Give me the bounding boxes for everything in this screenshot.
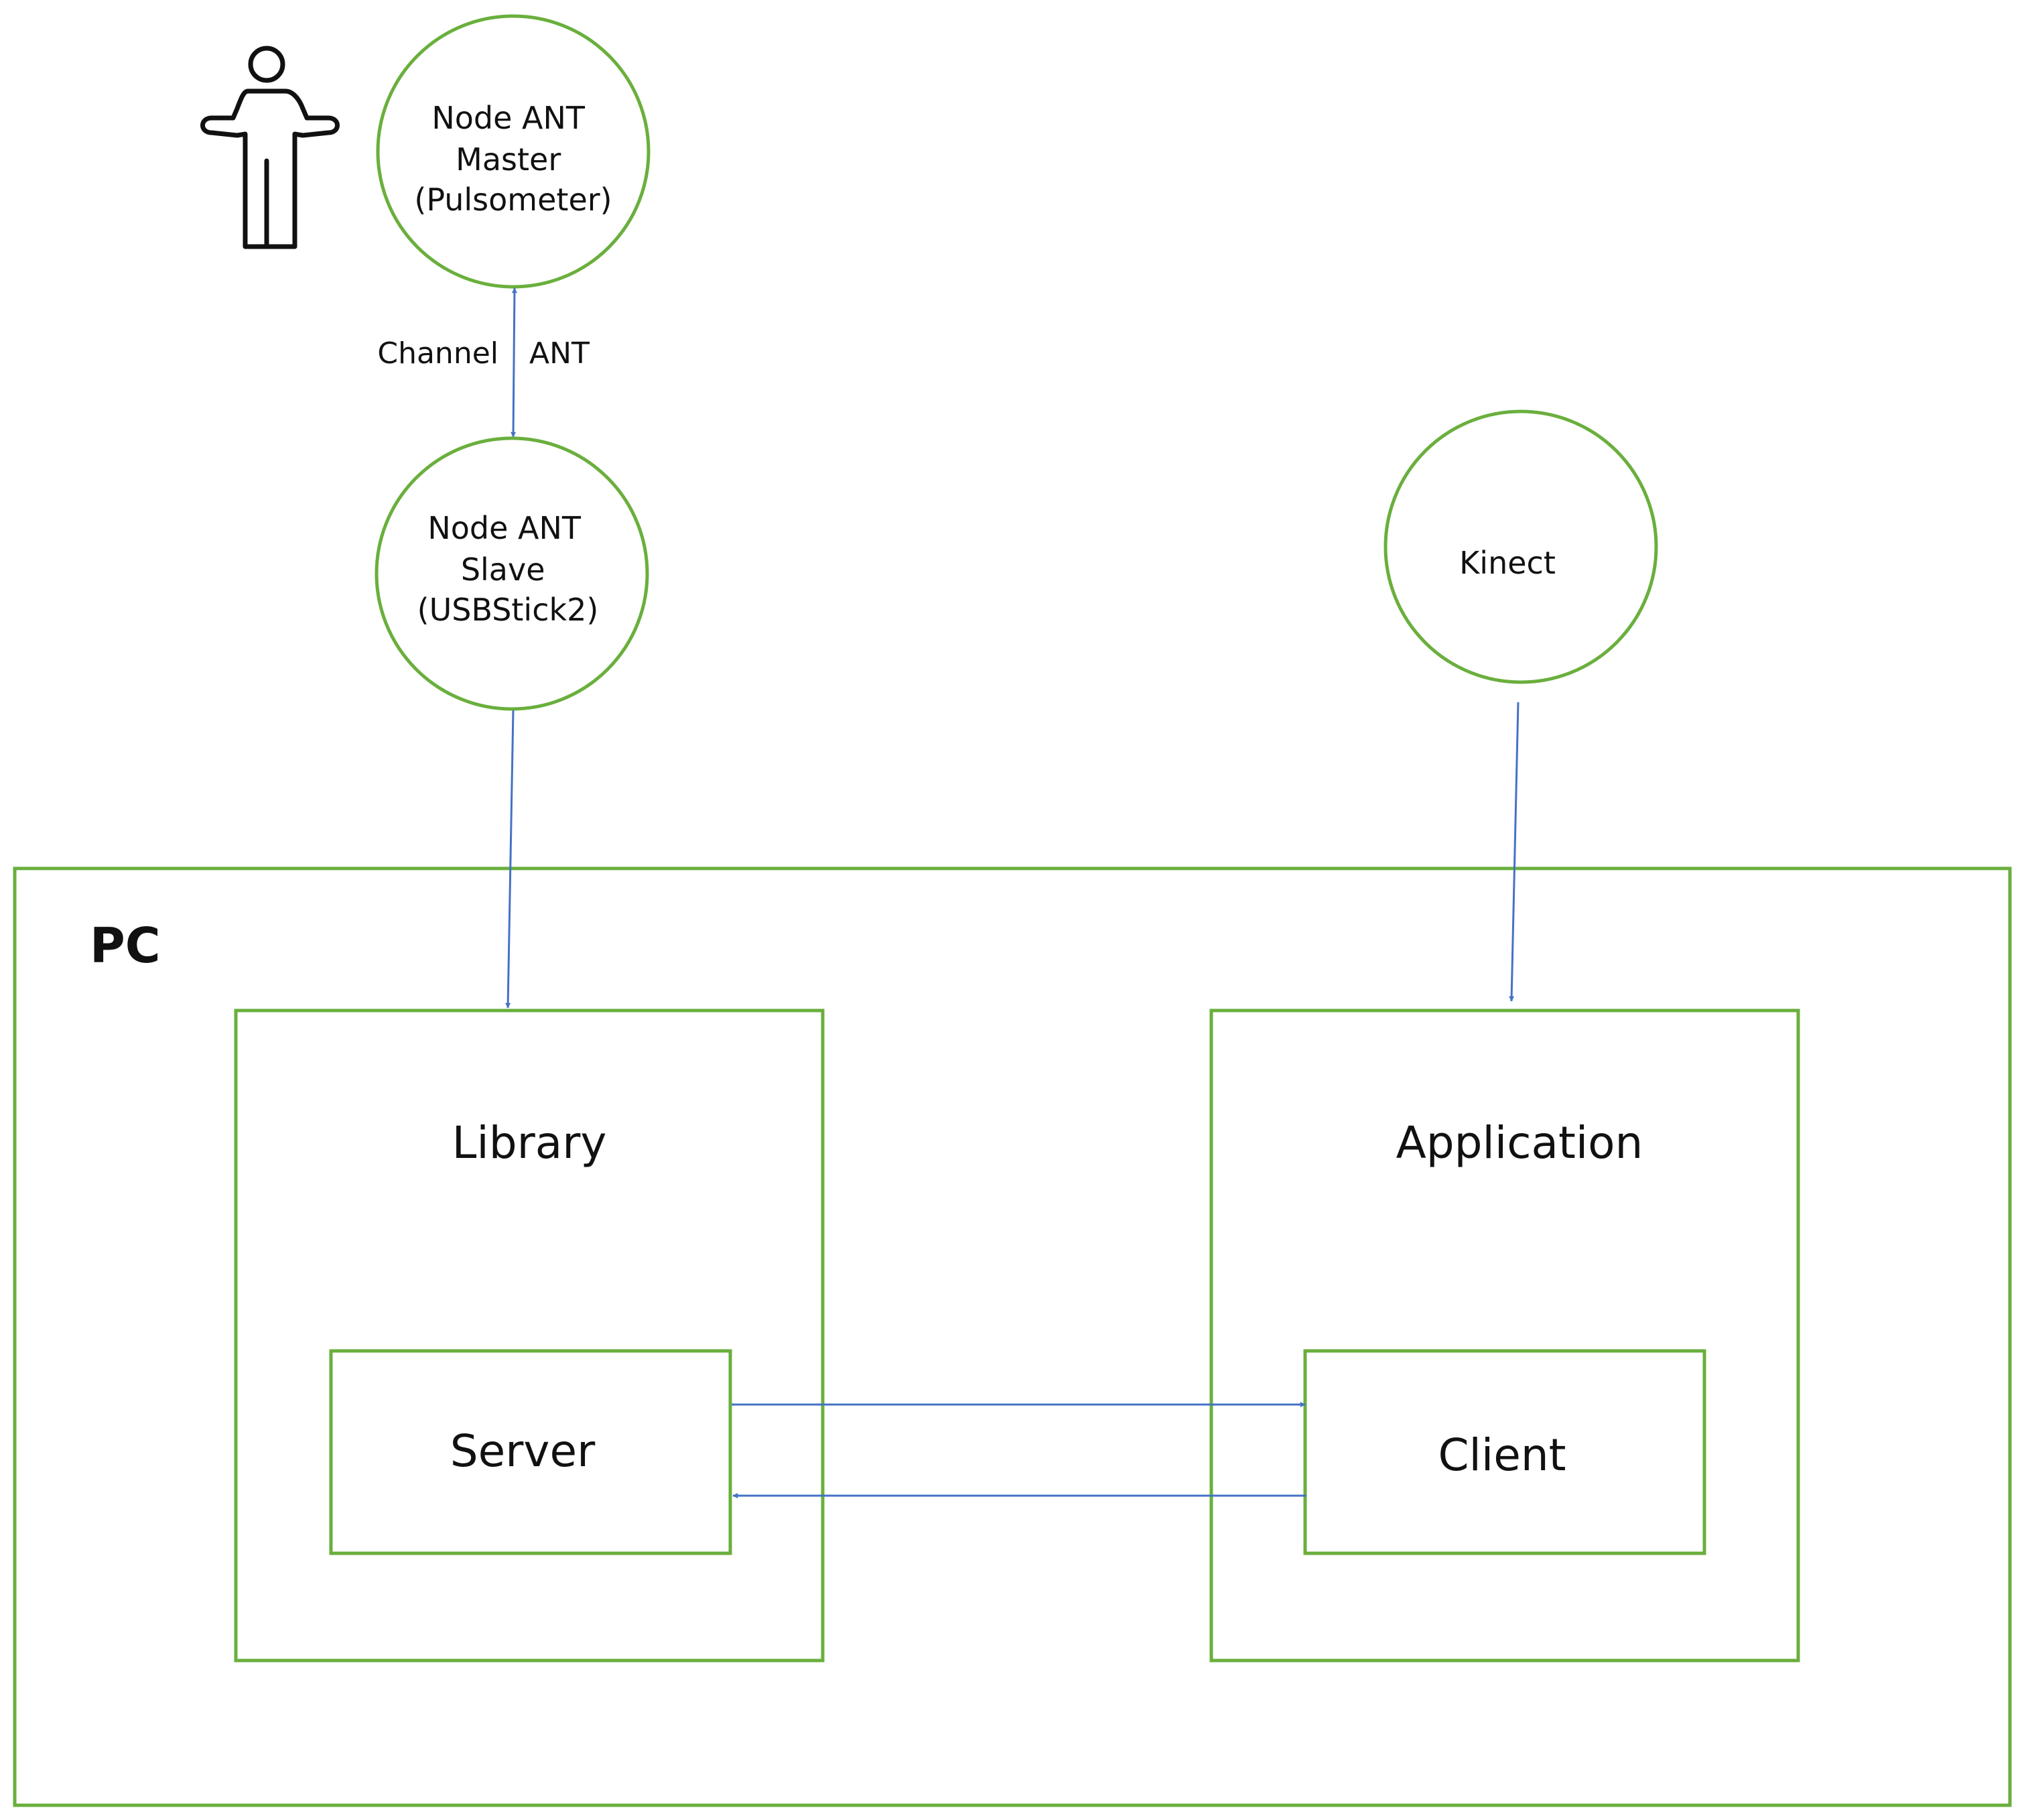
node-master-label: Node ANT Master (Pulsometer) (414, 100, 612, 218)
kinect-node: Kinect (1383, 409, 1658, 684)
node-master-line-1: Node ANT (431, 100, 586, 136)
channel-label: Channel (377, 336, 498, 371)
node-master-circle (376, 14, 651, 289)
node-slave-line-2: Slave (461, 551, 545, 588)
server-label: Server (450, 1425, 596, 1477)
kinect-to-application-arrow (1509, 702, 1520, 1002)
person-icon (200, 46, 340, 249)
library-box (234, 1009, 825, 1663)
node-ant-master: Node ANT Master (Pulsometer) (376, 14, 651, 289)
channel-ant-arrow (511, 287, 517, 438)
ant-label: ANT (529, 336, 590, 371)
node-slave-circle (375, 436, 649, 711)
node-slave-label: Node ANT Slave (USBStick2) (417, 510, 599, 628)
node-master-line-3: (Pulsometer) (414, 182, 612, 218)
library-label: Library (452, 1117, 607, 1169)
node-slave-line-1: Node ANT (427, 510, 582, 546)
application-box (1209, 1009, 1800, 1663)
slave-to-library-arrow (505, 710, 515, 1009)
client-label: Client (1438, 1429, 1566, 1481)
kinect-circle (1383, 409, 1658, 684)
pc-container (13, 866, 2012, 1807)
pc-label: PC (90, 917, 161, 974)
server-box (329, 1349, 732, 1555)
kinect-label: Kinect (1459, 545, 1556, 581)
node-slave-line-3: (USBStick2) (417, 592, 599, 628)
application-label: Application (1396, 1117, 1643, 1169)
client-box (1303, 1349, 1706, 1555)
node-master-line-2: Master (456, 141, 561, 178)
node-ant-slave: Node ANT Slave (USBStick2) (375, 436, 649, 711)
